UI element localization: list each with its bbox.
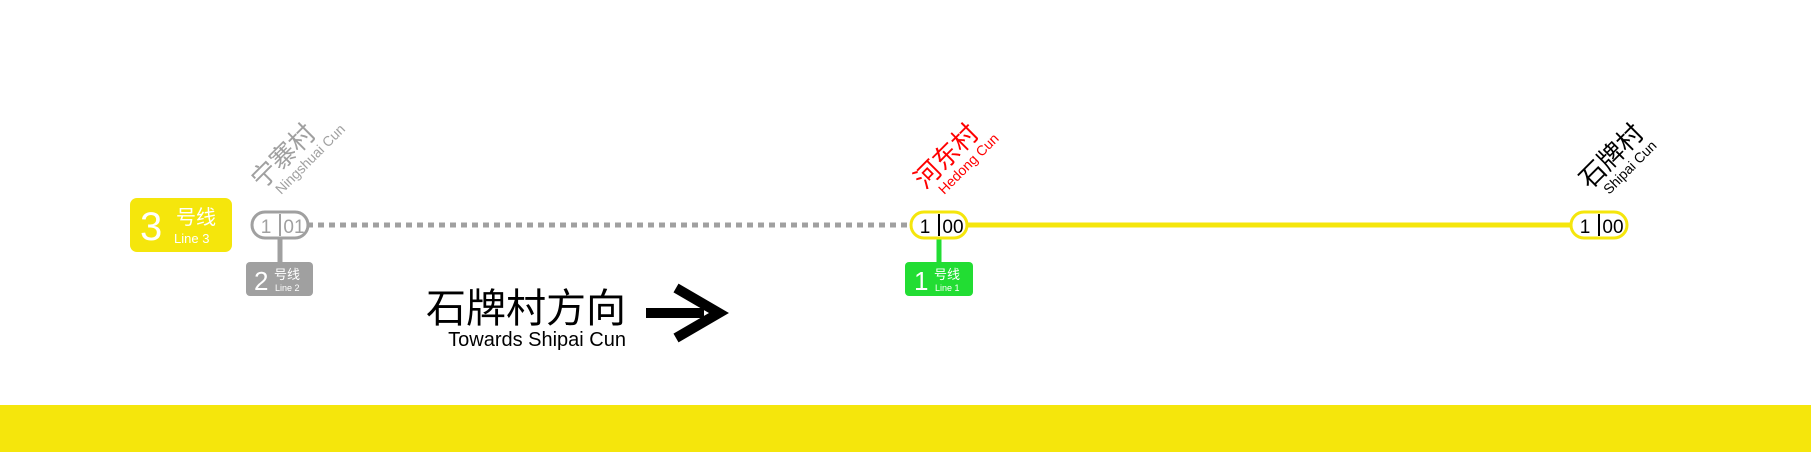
- bottom-line-color-band: [0, 405, 1811, 452]
- station-code-prefix: 1: [261, 217, 272, 238]
- station-ningshuai-cun: 1 01 宁寨村 Ningshuai Cun 2 号线 Line 2: [246, 119, 348, 296]
- transfer-badge-line-2: 2 号线 Line 2: [246, 262, 313, 296]
- station-code-suffix: 00: [1602, 217, 1623, 238]
- direction-indicator: 石牌村方向 Towards Shipai Cun: [426, 283, 729, 351]
- transfer-badge-line-1: 1 号线 Line 1: [905, 262, 973, 296]
- transfer-line-zh: 号线: [274, 268, 300, 283]
- line-number: 3: [140, 205, 162, 249]
- station-code-prefix: 1: [1580, 217, 1591, 238]
- direction-zh: 石牌村方向: [426, 286, 626, 332]
- transfer-line-en: Line 2: [275, 283, 300, 293]
- line-label-en: Line 3: [174, 231, 209, 246]
- station-code-suffix: 00: [942, 217, 963, 238]
- current-line-badge: 3 号线 Line 3: [130, 198, 232, 252]
- station-shipai-cun: 1 00 石牌村 Shipai Cun: [1569, 119, 1660, 240]
- station-code-prefix: 1: [920, 217, 931, 238]
- direction-en: Towards Shipai Cun: [448, 329, 626, 351]
- right-arrow-icon: [646, 283, 729, 343]
- transfer-line-number: 2: [254, 266, 268, 296]
- line-label-zh: 号线: [176, 205, 216, 229]
- station-code-suffix: 01: [283, 217, 304, 238]
- transfer-line-zh: 号线: [934, 268, 960, 283]
- transfer-line-en: Line 1: [935, 283, 960, 293]
- station-hedong-cun: 1 00 河东村 Hedong Cun 1 号线 Line 1: [905, 119, 1002, 296]
- transfer-line-number: 1: [914, 266, 928, 296]
